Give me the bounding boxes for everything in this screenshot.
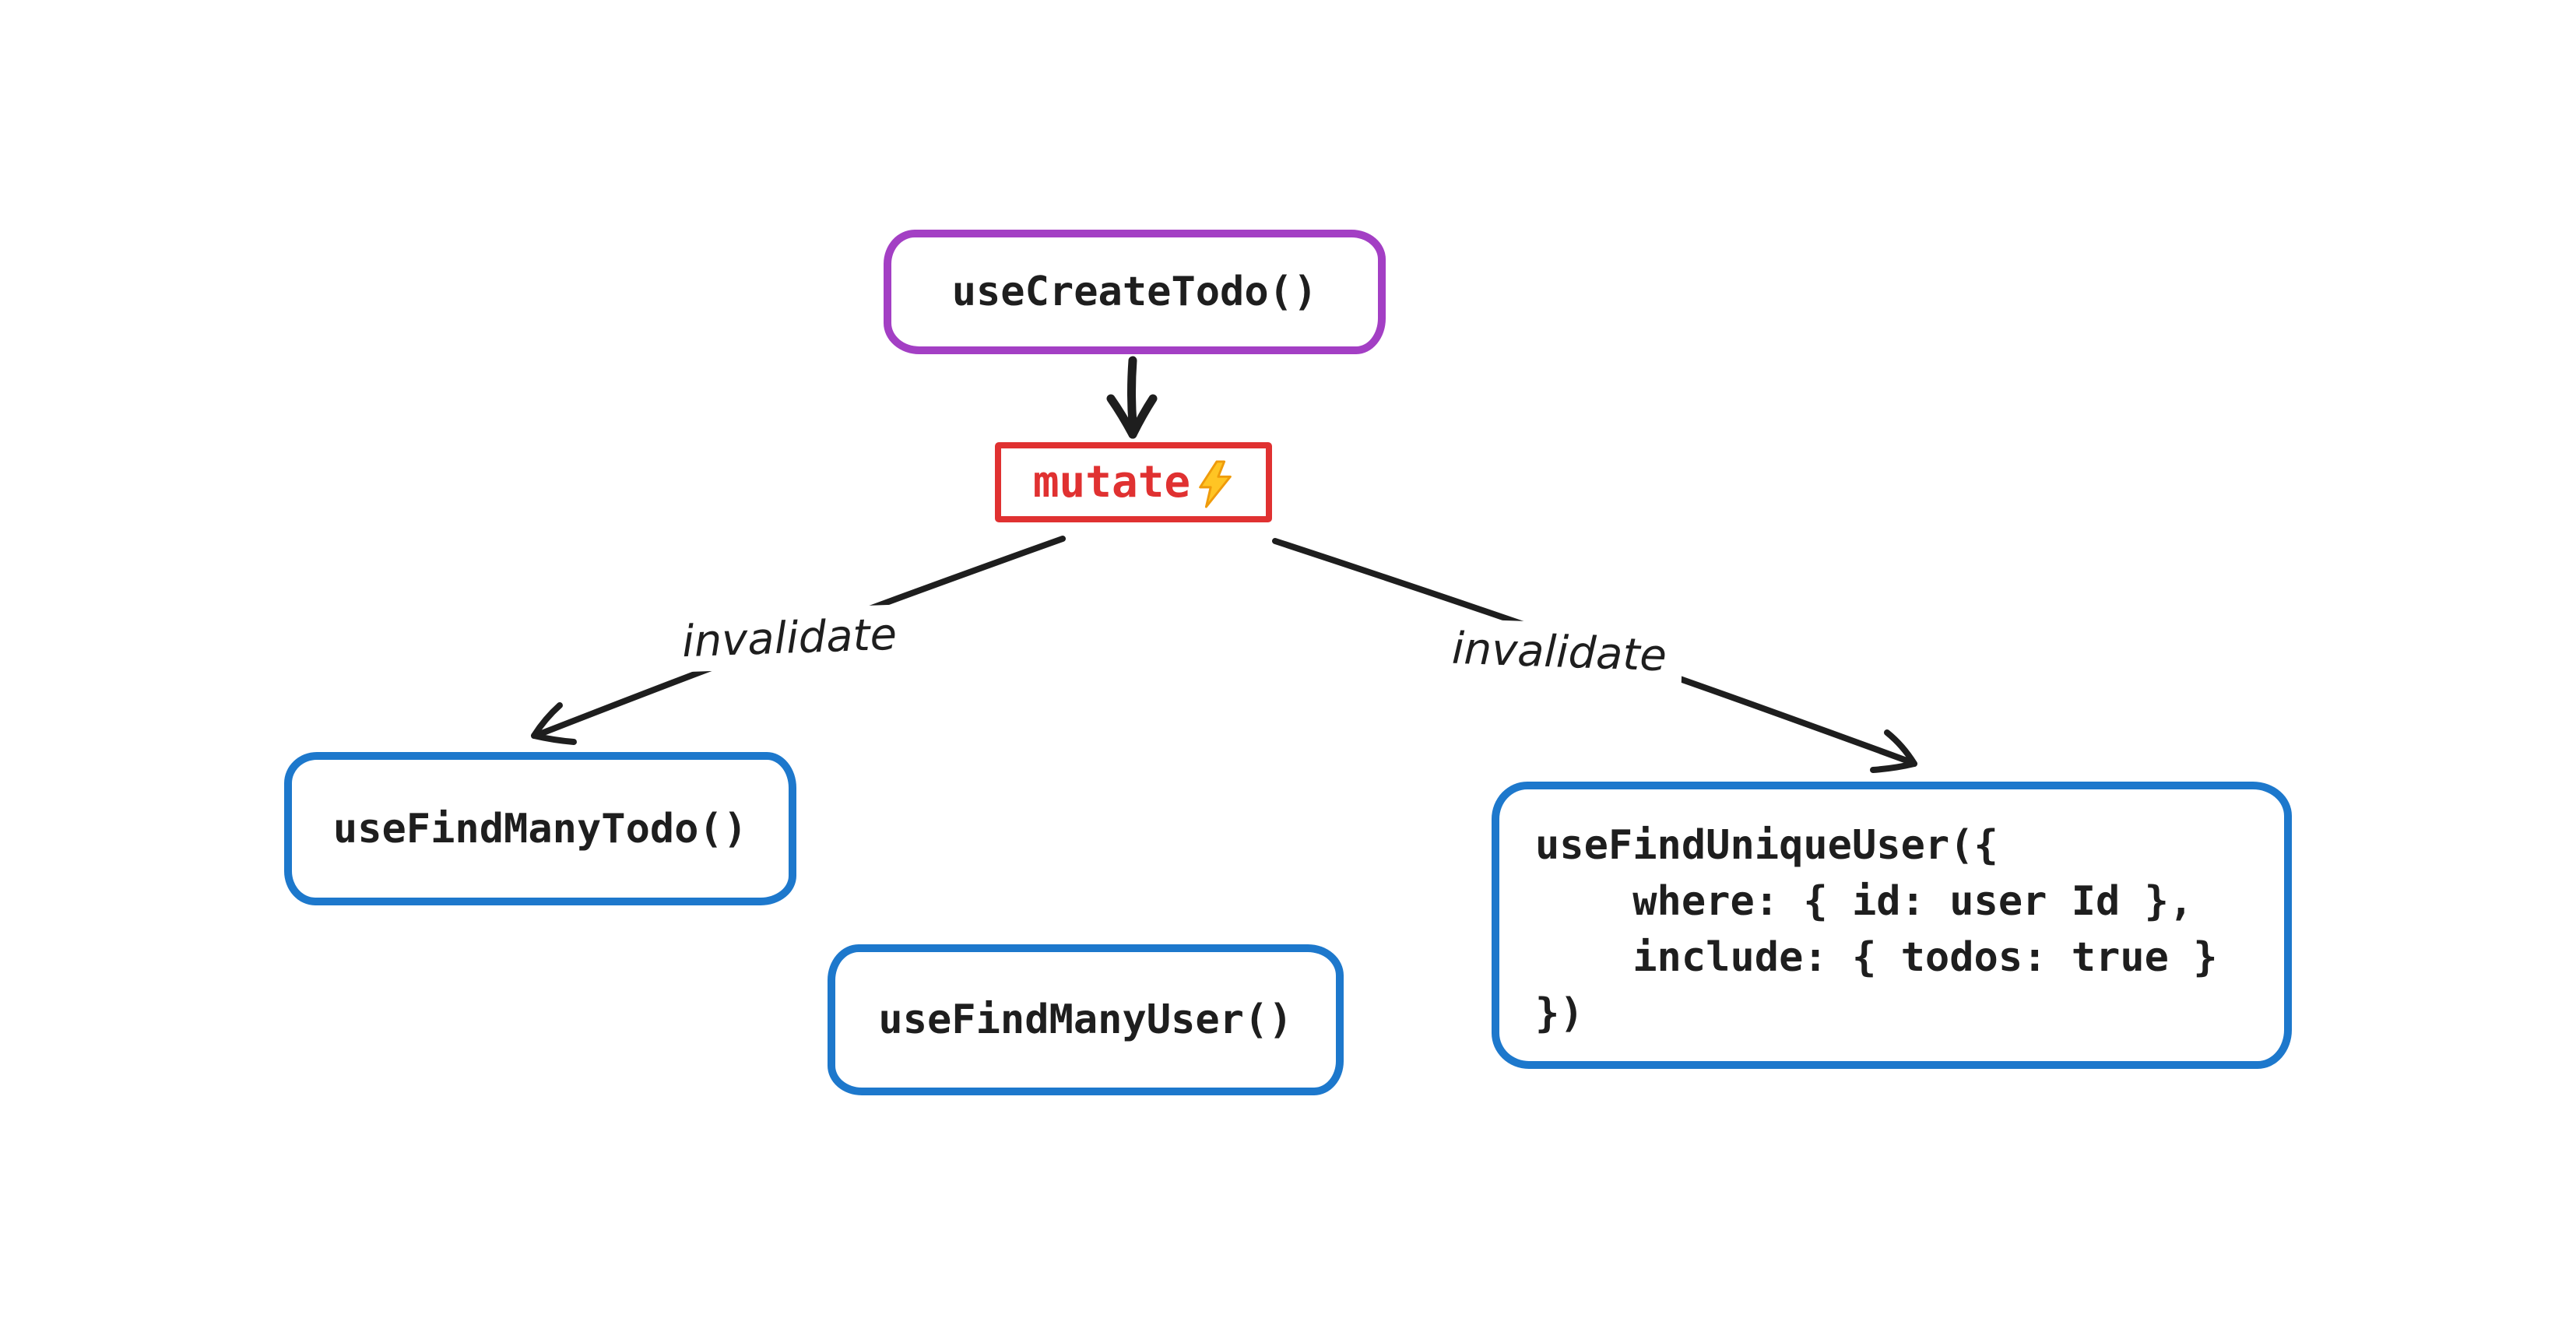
lightning-bolt-icon [1199,459,1232,508]
code-line: }) [1535,990,1584,1037]
node-mutate: mutate [995,442,1272,522]
code-line: where: { id: user Id }, [1535,878,2194,925]
node-use-find-many-todo: useFindManyTodo() [284,752,796,905]
arrow-create-to-mutate [1106,356,1158,439]
node-use-create-todo: useCreateTodo() [884,230,1386,354]
code-line: include: { todos: true } [1535,934,2218,981]
node-use-find-many-user: useFindManyUser() [828,944,1344,1095]
code-line: useFindUniqueUser({ [1535,822,1998,869]
edge-label-invalidate-left: invalidate [665,604,914,673]
node-use-find-many-todo-label: useFindManyTodo() [332,805,748,852]
edge-label-invalidate-right: invalidate [1435,618,1684,687]
node-use-find-unique-user: useFindUniqueUser({ where: { id: user Id… [1492,782,2292,1069]
node-mutate-label: mutate [1032,457,1191,508]
node-use-create-todo-label: useCreateTodo() [951,269,1318,315]
node-use-find-many-user-label: useFindManyUser() [878,996,1293,1043]
node-use-find-unique-user-code: useFindUniqueUser({ where: { id: user Id… [1535,817,2218,1042]
